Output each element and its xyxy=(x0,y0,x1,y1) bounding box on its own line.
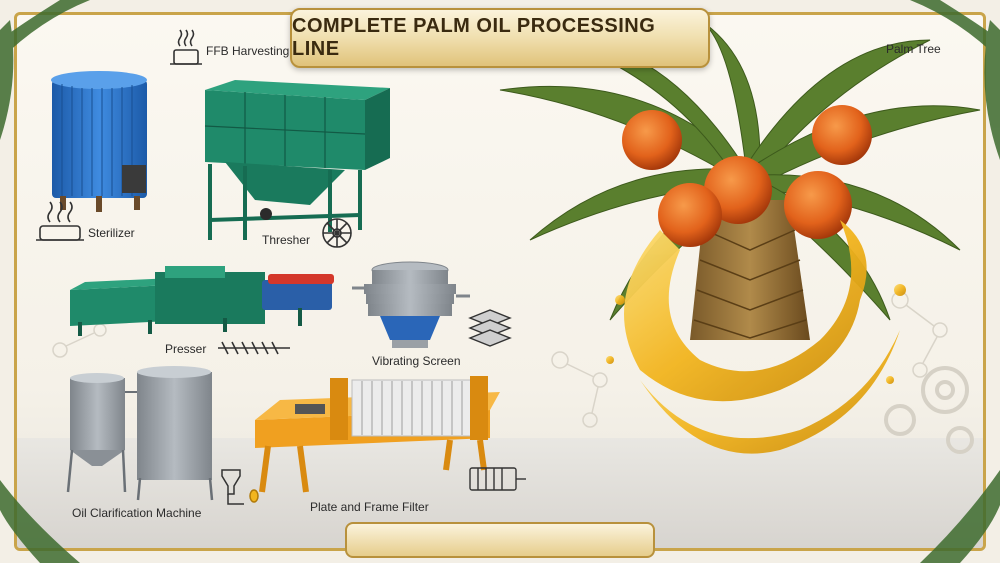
label-plate-frame-filter: Plate and Frame Filter xyxy=(310,500,429,514)
oil-splash xyxy=(606,220,906,454)
mesh-screen-icon xyxy=(468,309,512,347)
palm-fruit-bunches xyxy=(622,105,872,247)
filter-press-icon xyxy=(469,467,526,491)
presser-machine xyxy=(70,266,334,336)
label-ffb-harvesting: FFB Harvesting xyxy=(206,44,290,58)
plate-frame-filter-machine xyxy=(255,376,500,493)
screw-icon xyxy=(218,341,290,355)
label-presser: Presser xyxy=(165,342,207,356)
thresher-icon xyxy=(322,218,352,248)
vibrating-screen-machine xyxy=(352,261,470,348)
bottom-banner xyxy=(345,522,655,558)
thresher-machine xyxy=(204,80,390,240)
title-banner: COMPLETE PALM OIL PROCESSING LINE xyxy=(290,8,710,68)
label-oil-clarification: Oil Clarification Machine xyxy=(72,506,202,520)
label-thresher: Thresher xyxy=(262,233,311,247)
molecule-background xyxy=(52,291,948,428)
ffb-harvesting-icon xyxy=(170,29,202,65)
label-vibrating-screen: Vibrating Screen xyxy=(372,354,461,368)
sterilizer-machine xyxy=(51,71,147,212)
label-palm-tree: Palm Tree xyxy=(886,42,941,56)
label-sterilizer: Sterilizer xyxy=(88,226,135,240)
oil-clarification-tanks xyxy=(66,366,214,501)
page-title: COMPLETE PALM OIL PROCESSING LINE xyxy=(292,15,656,60)
sterilizer-icon xyxy=(36,201,84,241)
palm-tree-illustration xyxy=(499,19,981,454)
clarifier-funnel-icon xyxy=(221,469,259,505)
gear-background xyxy=(884,366,974,454)
